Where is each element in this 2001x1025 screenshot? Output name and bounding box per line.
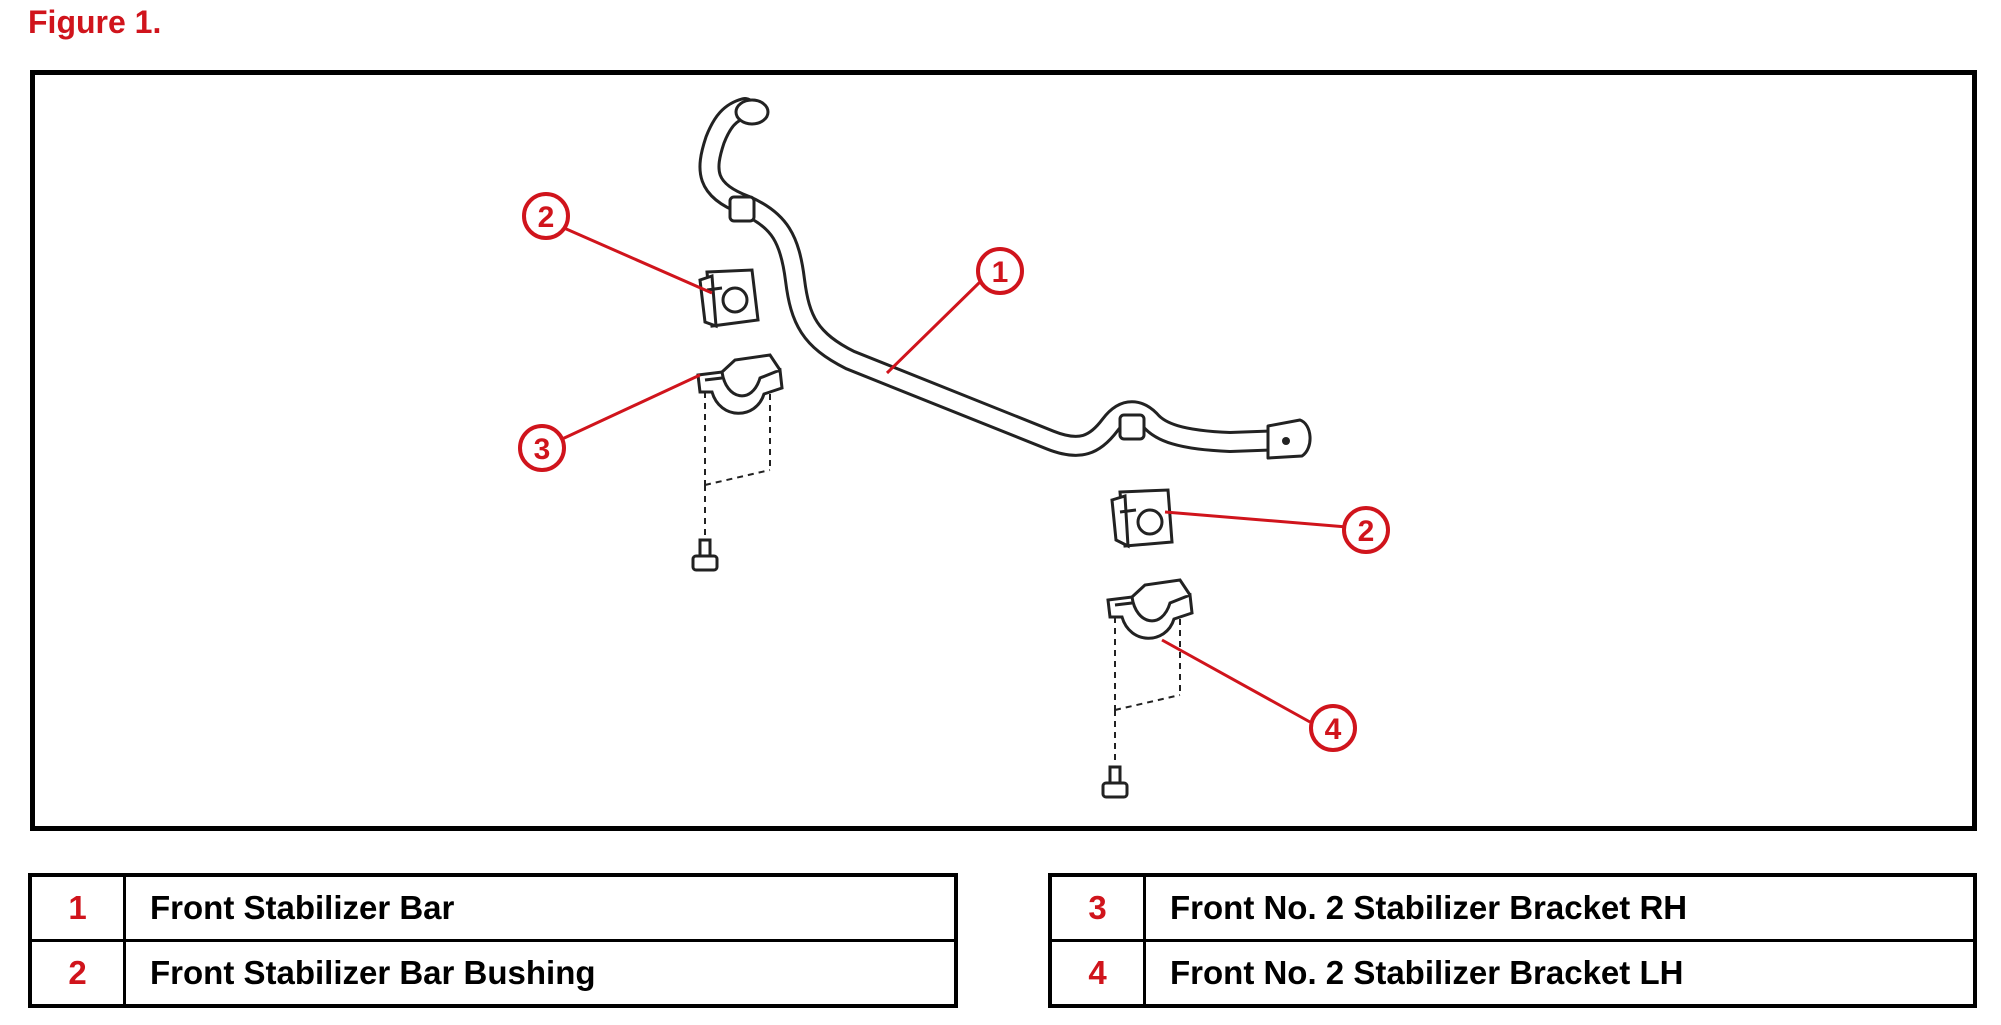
bolt-right (1101, 765, 1129, 799)
legend-number: 3 (1048, 873, 1146, 942)
diagram-frame (30, 70, 1977, 831)
legend-table-left: 1 Front Stabilizer Bar 2 Front Stabilize… (28, 873, 958, 1008)
bracket-rh (696, 353, 784, 415)
legend-description: Front Stabilizer Bar Bushing (123, 939, 958, 1008)
legend-row: 3 Front No. 2 Stabilizer Bracket RH (1048, 873, 1977, 942)
svg-text:4: 4 (1325, 713, 1342, 746)
legend-number: 1 (28, 873, 126, 942)
callout-3: 3 (518, 424, 566, 472)
bushing-right (1110, 488, 1174, 549)
callout-2a: 2 (522, 192, 570, 240)
legend-table-right: 3 Front No. 2 Stabilizer Bracket RH 4 Fr… (1048, 873, 1977, 1008)
figure-title: Figure 1. (28, 4, 162, 40)
legend-description: Front No. 2 Stabilizer Bracket RH (1143, 873, 1977, 942)
bracket-rh-guide (704, 392, 771, 538)
svg-text:2: 2 (1358, 515, 1375, 548)
svg-text:3: 3 (534, 433, 551, 466)
svg-text:1: 1 (992, 256, 1009, 289)
svg-text:2: 2 (538, 201, 555, 234)
legend-row: 2 Front Stabilizer Bar Bushing (28, 939, 958, 1008)
callout-4: 4 (1309, 704, 1357, 752)
legend-row: 1 Front Stabilizer Bar (28, 873, 958, 942)
bolt-left (691, 538, 719, 572)
legend-description: Front Stabilizer Bar (123, 873, 958, 942)
legend-number: 4 (1048, 939, 1146, 1008)
legend-number: 2 (28, 939, 126, 1008)
legend-description: Front No. 2 Stabilizer Bracket LH (1143, 939, 1977, 1008)
bracket-lh (1106, 578, 1194, 640)
leader-lines (559, 226, 1348, 724)
callout-2b: 2 (1342, 506, 1390, 554)
bushing-left (698, 268, 760, 329)
bracket-lh-guide (1114, 617, 1181, 765)
callout-1: 1 (976, 247, 1024, 295)
stabilizer-bar (698, 97, 1312, 460)
legend-row: 4 Front No. 2 Stabilizer Bracket LH (1048, 939, 1977, 1008)
